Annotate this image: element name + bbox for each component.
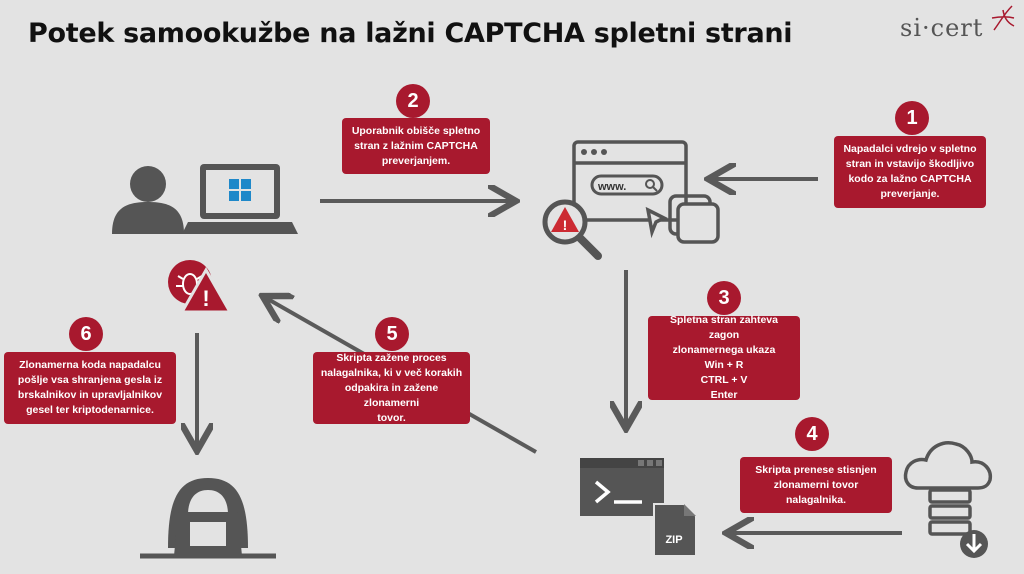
svg-text:!: ! xyxy=(202,286,209,311)
logo-star-icon xyxy=(991,5,1015,31)
browser-window-icon xyxy=(572,140,688,222)
step-box-2: Uporabnik obišče spletno stran z lažnim … xyxy=(342,118,490,174)
cursor-windows-icon xyxy=(645,194,720,244)
browser-url-text: www. xyxy=(597,181,626,193)
step-badge-1: 1 xyxy=(895,101,929,135)
zip-file-icon xyxy=(653,503,697,557)
step-box-1: Napadalci vdrejo v spletno stran in vsta… xyxy=(834,136,986,208)
step-box-4: Skripta prenese stisnjen zlonamerni tovo… xyxy=(740,457,892,513)
browser-dots-icon xyxy=(581,149,607,155)
step-text-6: Zlonamerna koda napadalcu pošlje vsa shr… xyxy=(17,359,163,416)
magnifier-warning-icon: ! xyxy=(542,199,602,260)
cloud-server-download-icon xyxy=(903,441,993,536)
page-title: Potek samookužbe na lažni CAPTCHA spletn… xyxy=(28,18,793,49)
step-text-1: Napadalci vdrejo v spletno stran in vsta… xyxy=(843,143,977,200)
sicert-logo: si·cert xyxy=(900,14,984,42)
hacker-icon xyxy=(140,478,276,559)
step-text-3: Spletna stran zahteva zagon zlonamernega… xyxy=(670,314,778,401)
svg-text:!: ! xyxy=(563,217,568,233)
step-badge-3: 3 xyxy=(707,281,741,315)
step-box-3: Spletna stran zahteva zagon zlonamernega… xyxy=(648,314,800,401)
windows-logo-icon xyxy=(229,179,251,201)
step-badge-6: 6 xyxy=(69,317,103,351)
terminal-icon xyxy=(580,458,664,516)
step-badge-2: 2 xyxy=(396,84,430,118)
step-badge-4: 4 xyxy=(795,417,829,451)
step-badge-5: 5 xyxy=(375,317,409,351)
download-badge-icon xyxy=(960,530,988,558)
step-text-4: Skripta prenese stisnjen zlonamerni tovo… xyxy=(755,463,877,506)
step-text-2: Uporabnik obišče spletno stran z lažnim … xyxy=(351,124,481,167)
step-box-6: Zlonamerna koda napadalcu pošlje vsa shr… xyxy=(4,352,176,424)
user-icon xyxy=(112,166,184,234)
zip-label: ZIP xyxy=(665,534,682,546)
step-text-5: Skripta zažene proces nalagalnika, ki v … xyxy=(320,351,463,424)
malware-warning-icon: ! xyxy=(168,260,233,314)
laptop-icon xyxy=(182,164,298,234)
url-search-icon xyxy=(645,179,658,192)
step-box-5: Skripta zažene proces nalagalnika, ki v … xyxy=(313,352,470,424)
